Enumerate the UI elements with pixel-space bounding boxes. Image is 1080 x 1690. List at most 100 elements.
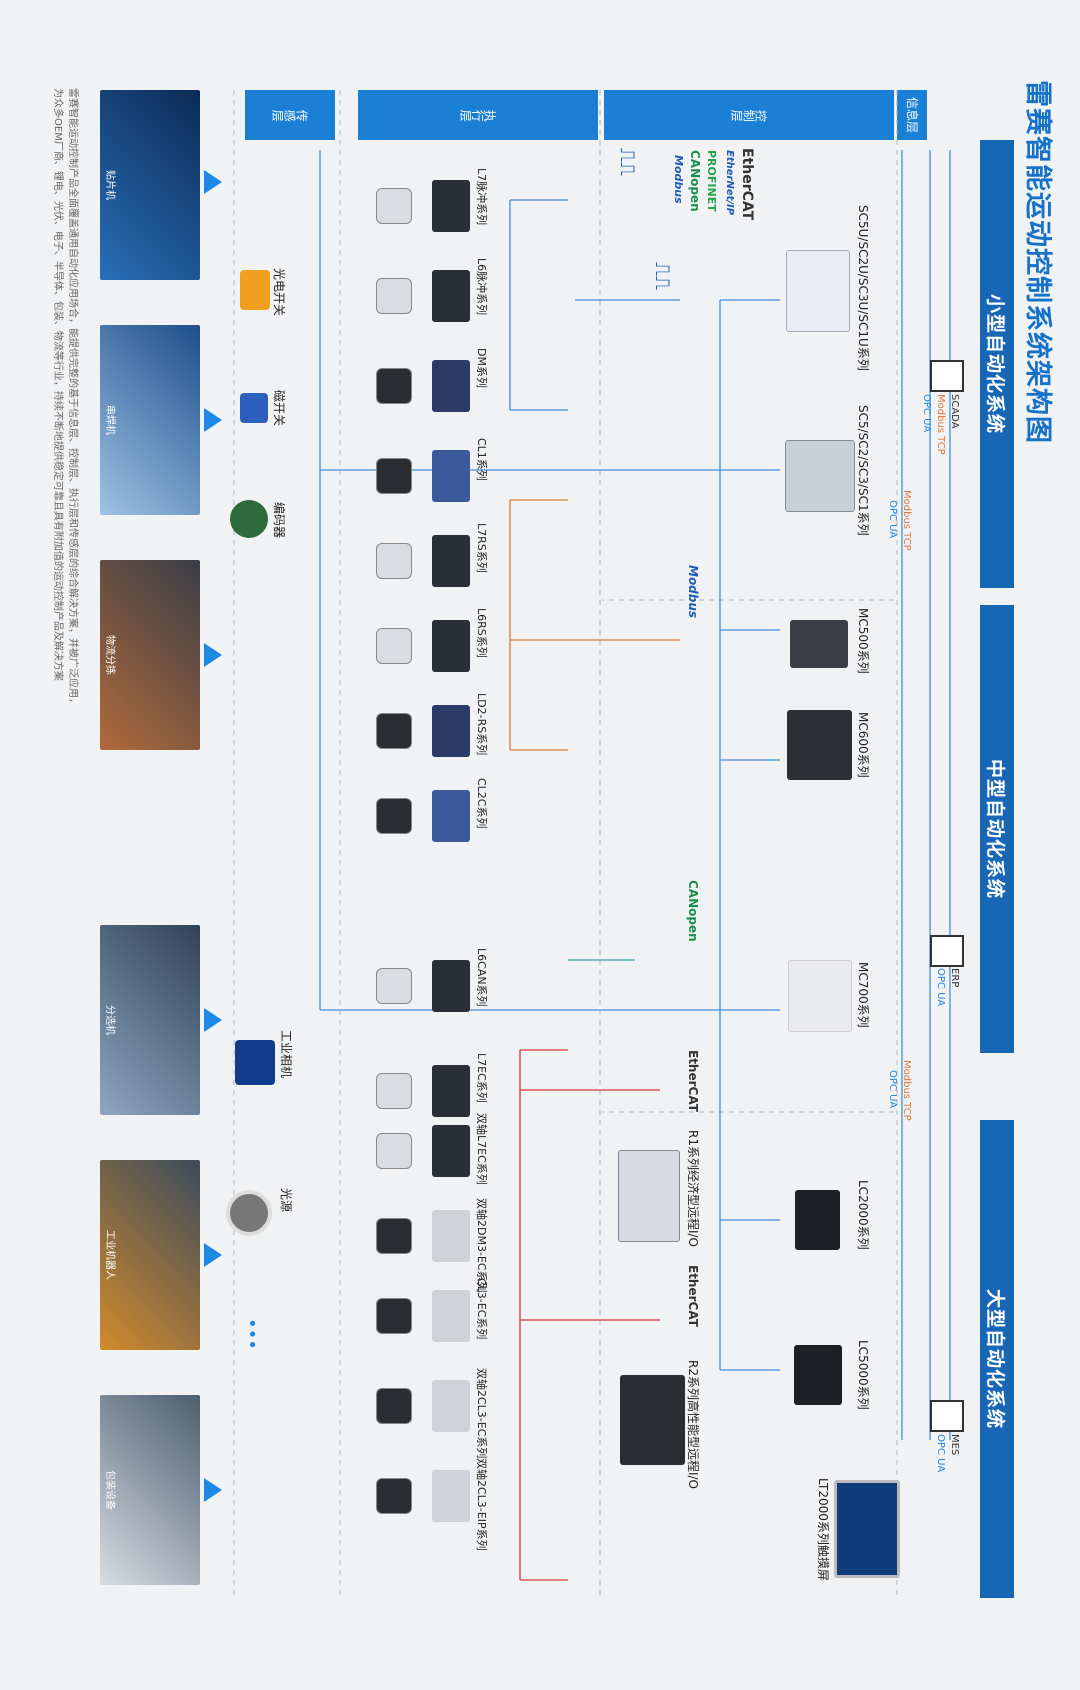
app-photo-5: 包装设备 [100, 1395, 200, 1585]
sensor-label-1: 磁开关 [272, 390, 286, 427]
photoelectric-switch-icon [240, 270, 270, 310]
info-erp-name: ERP [949, 968, 960, 988]
app-caption-0: 贴片机 [104, 170, 115, 200]
arrow-icon-5 [204, 1478, 222, 1502]
sensor-label-4: 光源 [279, 1188, 293, 1213]
servo-motor-icon [376, 798, 412, 834]
controller-label-6: LC5000系列 [856, 1340, 870, 1410]
controller-mc500 [790, 620, 848, 668]
controller-label-4: MC700系列 [856, 962, 870, 1028]
sensor-label-3: 工业相机 [279, 1030, 293, 1079]
ethercat-logo-2: EtherCAT [686, 1050, 700, 1112]
drive-unit [432, 180, 470, 232]
controller-mc600 [787, 710, 852, 780]
drive-unit [432, 1380, 470, 1432]
info-erp-proto-0: OPC UA [935, 968, 946, 1007]
servo-motor-icon [376, 1388, 412, 1424]
servo-motor-icon [376, 1073, 412, 1109]
drive-unit [432, 705, 470, 757]
app-photo-4: 工业机器人 [100, 1160, 200, 1350]
drive-label: 双轴L7EC系列 [475, 1113, 488, 1185]
drive-label: CL3-EC系列 [475, 1278, 488, 1340]
scada-monitor-icon [930, 360, 964, 392]
footer-note: 雷赛智能运动控制产品全面覆盖通用自动化应用场合，能提供完整的基于信息层、控制层、… [52, 88, 78, 708]
servo-motor-icon [376, 713, 412, 749]
bus-label-opcua-1: OPC UA [887, 500, 898, 539]
drive-unit [432, 790, 470, 842]
servo-motor-icon [376, 188, 412, 224]
bus-label-modbus-tcp-1: Modbus TCP [901, 490, 912, 551]
drive-label: L6脉冲系列 [475, 258, 488, 316]
remote-io-r1 [618, 1150, 680, 1242]
drive-label: LD2-RS系列 [475, 693, 488, 756]
sensor-label-2: 编码器 [272, 502, 286, 539]
drive-unit [432, 1290, 470, 1342]
drive-unit [432, 1210, 470, 1262]
arrow-icon-3 [204, 1008, 222, 1032]
arrow-icon-2 [204, 643, 222, 667]
encoder-icon [230, 500, 268, 538]
controller-label-1: SC5/SC2/SC3/SC1系列 [856, 405, 870, 536]
drive-unit [432, 1470, 470, 1522]
io-label-r2: R2系列高性能型远程I/O [686, 1360, 700, 1490]
pulse-signal-icon-1: ⎍⎍ [616, 148, 640, 176]
hmi-touchscreen [834, 1480, 900, 1578]
drive-label: L7脉冲系列 [475, 168, 488, 226]
erp-monitor-icon [930, 935, 964, 967]
drive-label: L6RS系列 [475, 608, 488, 658]
app-caption-1: 串焊机 [104, 405, 115, 435]
servo-motor-icon [376, 368, 412, 404]
drive-unit [432, 360, 470, 412]
servo-motor-icon [376, 628, 412, 664]
arrow-icon-4 [204, 1243, 222, 1267]
modbus-logo-1: Modbus [672, 155, 685, 204]
sensor-label-0: 光电开关 [272, 268, 286, 317]
light-source-icon [226, 1190, 272, 1236]
app-photo-0: 贴片机 [100, 90, 200, 280]
servo-motor-icon [376, 543, 412, 579]
pulse-signal-icon-2: ⎍⎍ [651, 262, 675, 290]
drive-label: 双轴2CL3-EIP系列 [475, 1458, 488, 1551]
modbus-logo-2: Modbus [686, 565, 700, 619]
app-photo-3: 分选机 [100, 925, 200, 1115]
controller-mc700 [788, 960, 852, 1032]
drive-label: L7RS系列 [475, 523, 488, 573]
drive-unit [432, 1065, 470, 1117]
drive-unit [432, 620, 470, 672]
controller-label-7: LT2000系列触摸屏 [816, 1478, 830, 1581]
info-mes-proto-0: OPC UA [935, 1434, 946, 1473]
servo-motor-icon [376, 458, 412, 494]
bus-label-modbus-tcp-2: Modbus TCP [901, 1060, 912, 1121]
arrow-icon-1 [204, 408, 222, 432]
app-photo-2: 物流分拣 [100, 560, 200, 750]
servo-motor-icon [376, 1298, 412, 1334]
info-scada-proto-0: Modbus TCP [935, 394, 946, 455]
drive-unit [432, 535, 470, 587]
canopen-logo-2: CANopen [686, 880, 700, 942]
app-caption-3: 分选机 [104, 1005, 115, 1035]
industrial-camera-icon [235, 1040, 275, 1085]
controller-sc5u [786, 250, 850, 332]
drive-unit [432, 960, 470, 1012]
ethercat-logo-1: EtherCAT [739, 148, 755, 221]
controller-label-2: MC500系列 [856, 608, 870, 674]
app-photo-1: 串焊机 [100, 325, 200, 515]
bus-label-opcua-2: OPC UA [887, 1070, 898, 1109]
info-scada-name: SCADA [949, 394, 960, 429]
controller-sc5 [785, 440, 855, 512]
app-caption-5: 包装设备 [104, 1470, 115, 1510]
drive-label: L7EC系列 [475, 1053, 488, 1103]
servo-motor-icon [376, 1478, 412, 1514]
drive-label: CL2C系列 [475, 778, 488, 829]
drive-label: L6CAN系列 [475, 948, 488, 1007]
canopen-logo-1: CANopen [688, 150, 702, 212]
servo-motor-icon [376, 1218, 412, 1254]
servo-motor-icon [376, 968, 412, 1004]
mes-monitor-icon [930, 1400, 964, 1432]
ethercat-logo-3: EtherCAT [686, 1265, 700, 1327]
drive-unit [432, 270, 470, 322]
remote-io-r2 [620, 1375, 685, 1465]
app-caption-4: 工业机器人 [104, 1230, 115, 1280]
